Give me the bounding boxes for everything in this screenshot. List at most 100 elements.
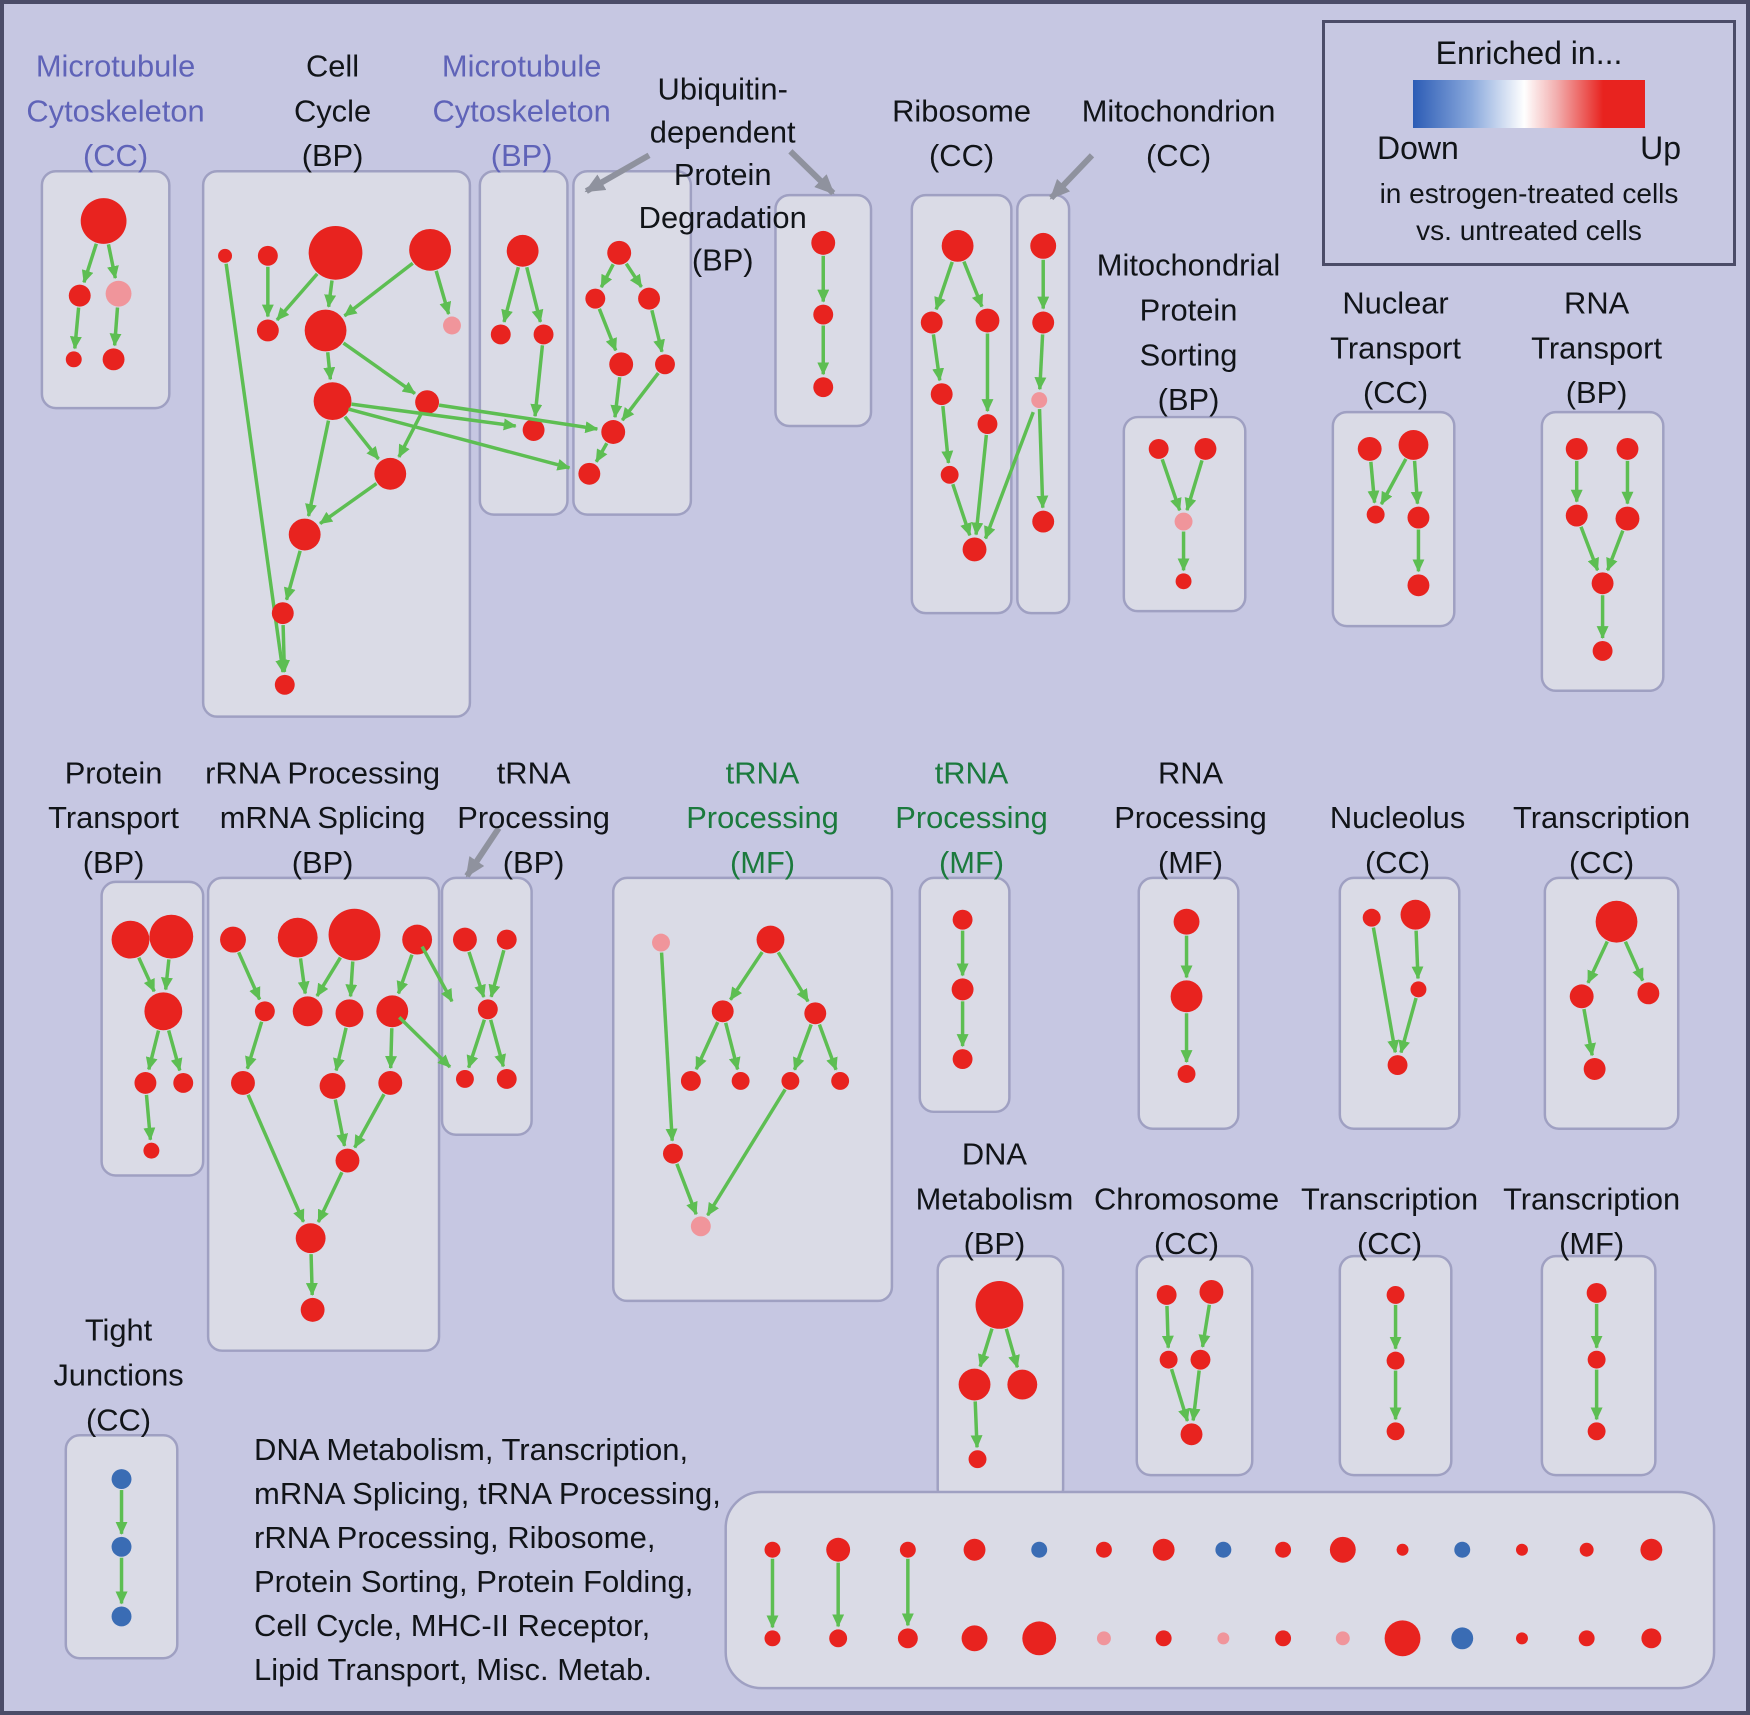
mitochondrial-protein-sorting-bp-node-1 [1194,437,1217,460]
cell-cycle-bp-edge-6 [342,341,416,395]
microtubule-cytoskeleton-bp-node-0 [506,234,539,267]
legend-up-label: Up [1640,130,1681,166]
mitochondrial-protein-sorting-bp-edge-1 [1184,459,1204,512]
transcription-mf-node-1 [1587,1350,1606,1369]
cluster-nucleolus-cc [1338,876,1461,1130]
cell-cycle-bp-edge-5 [323,352,336,381]
rrna-processing-mrna-splicing-bp-node-8 [231,1070,255,1095]
mitochondrion-cc-node-3 [1032,510,1055,533]
nuclear-transport-cc-node-2 [1366,505,1385,524]
protein-transport-bp-edge-2 [145,1030,161,1071]
trna-processing-mf-1-node-7 [831,1071,850,1090]
ubiquitin-degradation-bp-b-node-0 [811,230,836,255]
cell-cycle-bp-edge-9 [305,420,331,517]
mixed-terms-node-12 [1152,1538,1175,1561]
nuclear-transport-cc-node-3 [1407,506,1430,529]
trna-processing-mf-2-node-0 [952,909,973,930]
rrna-processing-mrna-splicing-bp-node-10 [378,1070,403,1095]
cell-cycle-bp-node-11 [271,602,294,625]
mixed-terms-node-7 [961,1625,988,1652]
summary-note-line: rRNA Processing, Ribosome, [254,1520,656,1555]
chromosome-cc-edge-0 [1161,1305,1174,1349]
cell-cycle-bp-node-9 [374,457,407,490]
trna-processing-bp-edge-2 [466,1019,487,1069]
ribosome-cc-edge-1 [962,260,984,308]
pointer-arrow-0 [584,152,651,194]
rrna-processing-mrna-splicing-bp-node-6 [335,999,364,1028]
nucleolus-cc-node-0 [1362,908,1381,927]
protein-transport-bp-node-2 [144,992,183,1031]
transcription-cc-1-box [1543,876,1680,1130]
nuclear-transport-cc-node-1 [1398,430,1429,460]
nuclear-transport-cc-node-4 [1407,574,1430,597]
ubiquitin-degradation-bp-b-node-2 [813,377,834,398]
transcription-cc-1-node-2 [1637,982,1660,1005]
legend-endpoints: Down Up [1325,130,1733,167]
mixed-terms-node-23 [1451,1627,1474,1650]
legend-gradient-bar [1413,80,1645,128]
mixed-terms-node-1 [764,1630,781,1647]
trna-processing-mf-1-edge-5 [817,1023,838,1071]
ubiquitin-degradation-bp-a-edge-1 [624,262,643,288]
cross-edge-2 [438,403,599,434]
nucleolus-cc-node-2 [1410,981,1427,998]
label-transcription-cc-1: Transcription(CC) [1513,800,1690,880]
mixed-terms-node-18 [1329,1536,1356,1563]
rrna-processing-mrna-splicing-bp-node-13 [300,1297,325,1322]
cluster-ribosome-cc [910,193,1013,615]
mixed-terms-node-3 [829,1629,848,1648]
mixed-terms-node-21 [1384,1620,1421,1657]
cross-edge-0 [351,402,517,431]
protein-transport-bp-edge-0 [137,956,156,993]
cluster-chromosome-cc [1135,1254,1254,1477]
transcription-mf-node-2 [1587,1422,1606,1441]
dna-metabolism-bp-node-3 [968,1450,987,1469]
pointer-arrow-3 [464,826,502,878]
cell-cycle-bp-edge-8 [397,412,423,458]
chromosome-cc-edge-2 [1169,1368,1190,1422]
chromosome-cc-node-0 [1156,1284,1177,1305]
nucleolus-cc-node-1 [1400,899,1431,930]
trna-processing-mf-2-node-2 [952,1049,973,1070]
microtubule-cytoskeleton-bp-node-2 [533,324,554,345]
mixed-terms-node-13 [1155,1630,1172,1647]
mixed-terms-node-16 [1275,1541,1292,1558]
ubiquitin-degradation-bp-a-node-0 [607,240,632,265]
mitochondrion-cc-edge-2 [1036,409,1049,509]
cell-cycle-bp-edge-13 [224,263,288,673]
ribosome-cc-node-0 [941,229,974,262]
trna-processing-mf-1-node-8 [662,1143,683,1164]
chromosome-cc-node-1 [1199,1280,1224,1304]
mixed-terms-node-25 [1515,1632,1528,1645]
trna-processing-mf-1-edge-1 [776,951,810,1003]
ubiquitin-degradation-bp-a-edge-5 [620,371,660,422]
trna-processing-bp-node-1 [496,929,517,950]
nucleolus-cc-edge-2 [1398,997,1418,1054]
rrna-processing-mrna-splicing-bp-edge-8 [333,1099,349,1147]
chromosome-cc-node-2 [1159,1350,1178,1369]
tight-junctions-cc-node-1 [111,1536,132,1557]
mixed-terms-node-22 [1454,1541,1471,1558]
mixed-terms-node-10 [1095,1541,1112,1558]
nuclear-transport-cc-box [1331,410,1456,628]
rrna-processing-mrna-splicing-bp-edge-3 [345,961,358,998]
mixed-terms-node-15 [1217,1632,1230,1645]
legend-title: Enriched in... [1435,35,1623,71]
legend-down-label: Down [1377,130,1459,166]
ribosome-cc-node-4 [977,414,998,434]
microtubule-cytoskeleton-bp-box [478,169,569,516]
protein-transport-bp-edge-1 [160,959,173,991]
trna-processing-bp-node-2 [477,999,498,1020]
microtubule-cytoskeleton-cc-node-2 [105,280,132,307]
dna-metabolism-bp-node-2 [1007,1369,1038,1400]
rrna-processing-mrna-splicing-bp-edge-2 [315,956,342,997]
trna-processing-mf-1-node-0 [652,933,670,952]
cluster-nuclear-transport-cc [1331,410,1456,628]
microtubule-cytoskeleton-bp-edge-2 [530,345,545,418]
